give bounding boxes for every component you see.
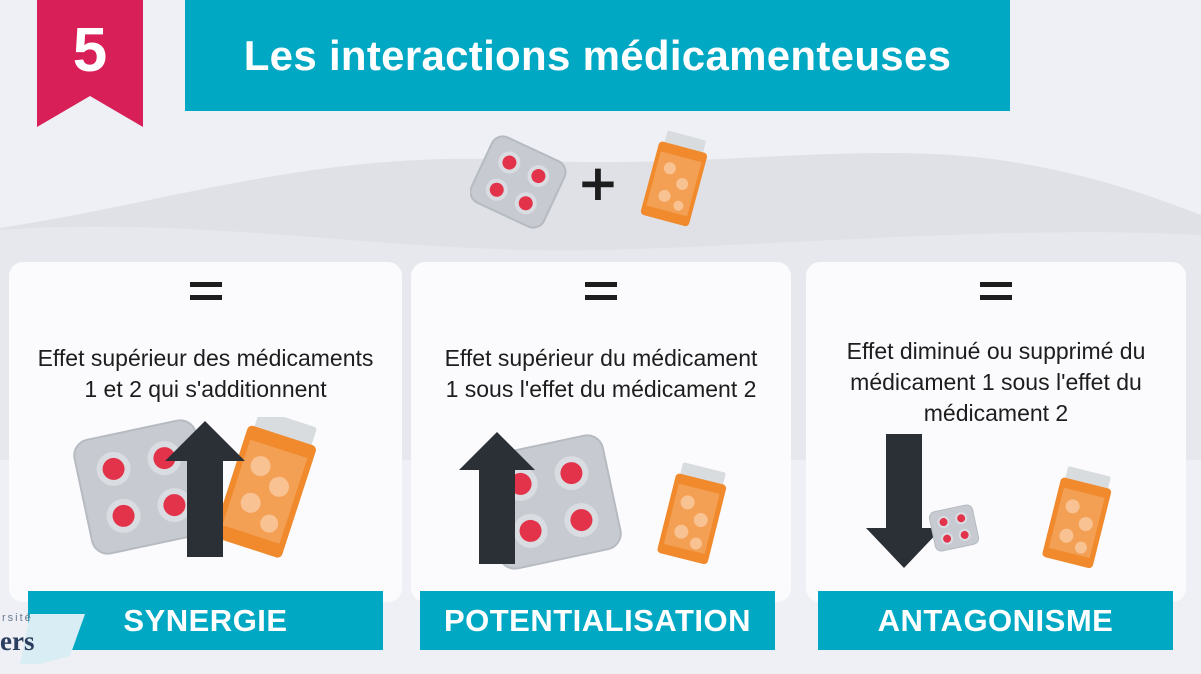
slide-number: 5 [72, 16, 108, 85]
pill-bottle-icon [640, 130, 708, 227]
card-description: Effet diminué ou supprimé du médicament … [846, 338, 1146, 426]
university-logo: rsité ers [0, 604, 85, 664]
equals-sign [806, 282, 1186, 308]
card-description: Effet supérieur des médicaments 1 et 2 q… [37, 345, 374, 402]
page-title: Les interactions médicamenteuses [243, 31, 952, 79]
blister-pack-icon [469, 135, 567, 229]
arrow-down-icon [866, 434, 942, 568]
label-synergie: SYNERGIE [28, 591, 383, 650]
label-potentialisation: POTENTIALISATION [420, 591, 775, 650]
equals-sign [411, 282, 791, 308]
drug-combination: + [469, 122, 730, 230]
pill-bottle-icon [657, 462, 727, 565]
ribbon-badge: 5 [37, 0, 143, 127]
card-synergie: Effet supérieur des médicaments 1 et 2 q… [9, 262, 402, 602]
label-antagonisme: ANTAGONISME [818, 591, 1173, 650]
plus-operator: + [577, 154, 619, 212]
arrow-up-icon [165, 421, 245, 557]
potentialisation-illustration [459, 432, 727, 570]
equals-sign [9, 282, 402, 308]
ribbon-badge-icon [37, 0, 143, 127]
pill-bottle-icon [1042, 466, 1112, 569]
blister-pack-icon [928, 504, 980, 552]
card-description: Effet supérieur du médicament 1 sous l'e… [444, 345, 758, 402]
card-antagonisme: Effet diminué ou supprimé du médicament … [806, 262, 1186, 602]
pill-bottle-icon [213, 417, 317, 558]
card-potentialisation: Effet supérieur du médicament 1 sous l'e… [411, 262, 791, 602]
antagonisme-illustration [866, 434, 1112, 569]
synergie-illustration [73, 417, 317, 558]
title-banner: Les interactions médicamenteuses [185, 0, 1010, 111]
arrow-up-icon [459, 432, 535, 564]
